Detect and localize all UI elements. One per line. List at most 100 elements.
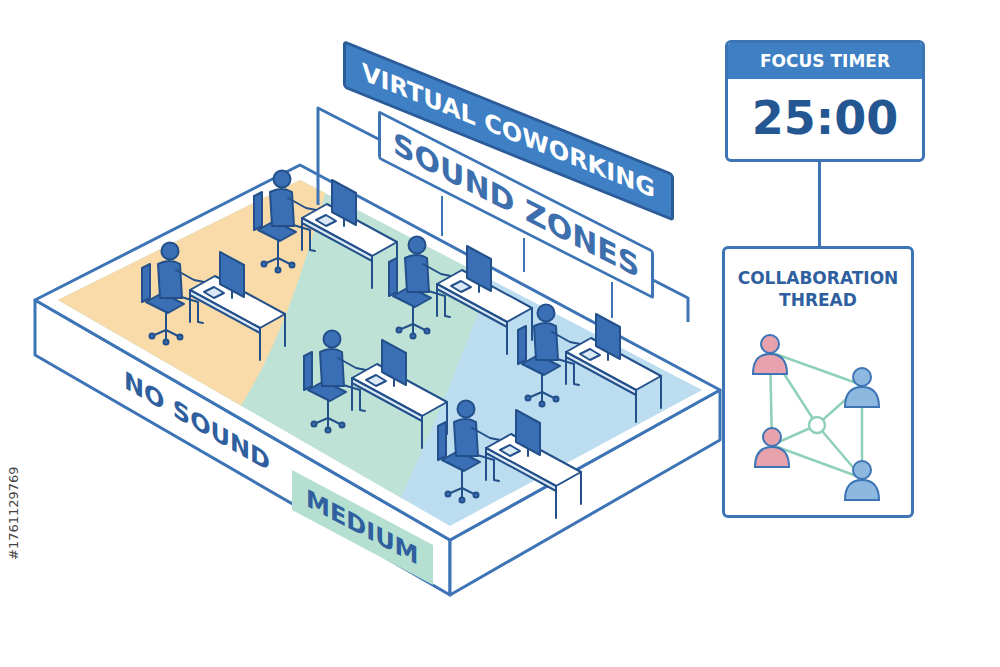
person-arm [176, 270, 204, 282]
tick [523, 238, 525, 272]
chair-wheel [446, 492, 451, 497]
chair-wheel [474, 493, 479, 498]
chair-post [165, 312, 167, 330]
person-body [405, 255, 429, 292]
person-shoulders [753, 354, 787, 374]
node-text: FOCUS TIMER [728, 43, 922, 79]
person-head [538, 305, 555, 322]
workstation [304, 331, 447, 449]
tick [441, 196, 443, 236]
tick [611, 282, 613, 318]
chair-wheel [164, 340, 169, 345]
table-leg [580, 472, 582, 504]
chair-wheel [460, 498, 465, 503]
chair-wheel [312, 422, 317, 427]
thread-panel: COLLABORATION THREAD [722, 246, 914, 518]
workstation [389, 237, 532, 355]
keyboard [366, 375, 386, 386]
chair-wheel [411, 334, 416, 339]
chair-wheel [540, 402, 545, 407]
table-edge [486, 448, 556, 491]
chair-wheel [326, 428, 331, 433]
chair-wheel [554, 397, 559, 402]
person-body [534, 323, 558, 360]
timer-box: FOCUS TIMER25:00 [725, 40, 925, 162]
chair-back [304, 352, 312, 390]
zone-label: MEDIUM [292, 470, 433, 585]
person-icon [845, 461, 879, 500]
table-leg [284, 314, 286, 346]
person-arm [423, 264, 451, 276]
person-shoulders [845, 480, 879, 500]
person-head [853, 368, 871, 386]
person-head [458, 401, 475, 418]
person-head [761, 335, 779, 353]
monitor [382, 340, 406, 385]
table-edge [190, 290, 260, 333]
person-shoulders [845, 387, 879, 407]
person-icon [845, 368, 879, 407]
person-icon [755, 428, 789, 467]
node-text: MEDIUM [306, 483, 419, 571]
monitor [516, 410, 540, 455]
keyboard [500, 445, 520, 456]
monitor [467, 246, 491, 291]
node-text: 25:00 [728, 79, 922, 159]
chair-post [277, 240, 279, 258]
person-head [162, 243, 179, 260]
chair-wheel [262, 262, 267, 267]
keyboard [580, 349, 600, 360]
table-leg [531, 308, 533, 340]
connector [818, 162, 821, 246]
chair-wheel [397, 328, 402, 333]
person-head [409, 237, 426, 254]
zone-silent [0, 0, 330, 440]
person-body [270, 189, 294, 226]
chair-back [438, 422, 446, 460]
chair-post [541, 374, 543, 392]
keyboard [204, 287, 224, 298]
chair-back [142, 264, 150, 302]
chair-wheel [526, 396, 531, 401]
person-head [274, 171, 291, 188]
chair-wheel [425, 329, 430, 334]
node-text: COLLABORATION THREAD [735, 267, 901, 311]
chair-back [254, 192, 262, 230]
person-arm [472, 428, 500, 440]
chair-back [518, 326, 526, 364]
monitor [220, 252, 244, 297]
monitor [332, 180, 356, 225]
chair-wheel [290, 263, 295, 268]
chair-wheel [276, 268, 281, 273]
person-head [853, 461, 871, 479]
person-arm [288, 198, 316, 210]
chair-back [389, 258, 397, 296]
person-head [324, 331, 341, 348]
network-hub [809, 417, 825, 433]
workstation [142, 243, 285, 361]
zone-label: NO SOUND [118, 360, 276, 483]
network-icon [753, 335, 879, 500]
chair-wheel [340, 423, 345, 428]
node-text: NO SOUND [124, 365, 270, 477]
chair-wheel [150, 334, 155, 339]
keyboard [316, 215, 336, 226]
keyboard [451, 281, 471, 292]
table-edge [302, 218, 372, 261]
table-leg [660, 376, 662, 408]
chair-post [412, 306, 414, 324]
person-body [320, 349, 344, 386]
table-edge [352, 378, 422, 421]
chair-post [461, 470, 463, 488]
workstation [254, 171, 397, 289]
stock-id: #1761129769 [6, 466, 21, 560]
person-icon [753, 335, 787, 374]
person-arm [338, 358, 366, 370]
table-edge [566, 352, 636, 395]
person-body [454, 419, 478, 456]
chair-post [327, 400, 329, 418]
